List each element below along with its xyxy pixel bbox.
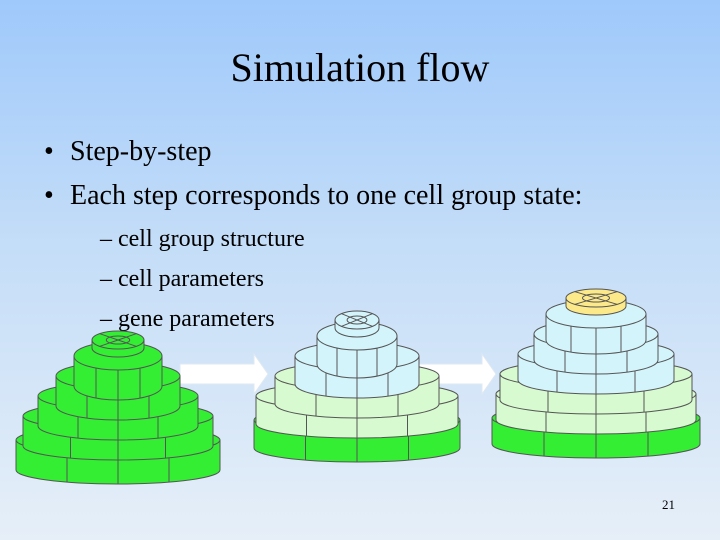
bullet-marker: •	[44, 136, 54, 167]
cell-group-stack	[253, 310, 461, 463]
sub-bullet-marker: –	[100, 306, 112, 332]
sub-bullet-marker: –	[100, 266, 112, 292]
stack-top-cell	[334, 310, 380, 338]
sub-bullet-text: cell parameters	[118, 266, 264, 292]
cell-group-stacks	[15, 288, 701, 485]
page-number: 21	[662, 497, 675, 512]
sub-bullet-item: – gene parameters	[100, 306, 275, 333]
sub-bullet-item: – cell parameters	[100, 266, 264, 293]
slide-title: Simulation flow	[230, 45, 490, 90]
bullet-marker: •	[44, 180, 54, 211]
sub-bullet-marker: –	[100, 226, 112, 252]
cell-group-stack	[491, 288, 701, 459]
sub-bullet-item: – cell group structure	[100, 226, 305, 253]
stack-top-cell	[565, 288, 627, 316]
cell-group-stack	[15, 330, 221, 485]
arrow-right-icon	[179, 352, 269, 396]
sub-bullet-text: cell group structure	[118, 226, 305, 252]
bullet-text: Each step corresponds to one cell group …	[70, 180, 583, 211]
stack-top-cell	[91, 330, 145, 358]
bullet-text: Step-by-step	[70, 136, 212, 167]
sub-bullet-text: gene parameters	[118, 306, 275, 332]
